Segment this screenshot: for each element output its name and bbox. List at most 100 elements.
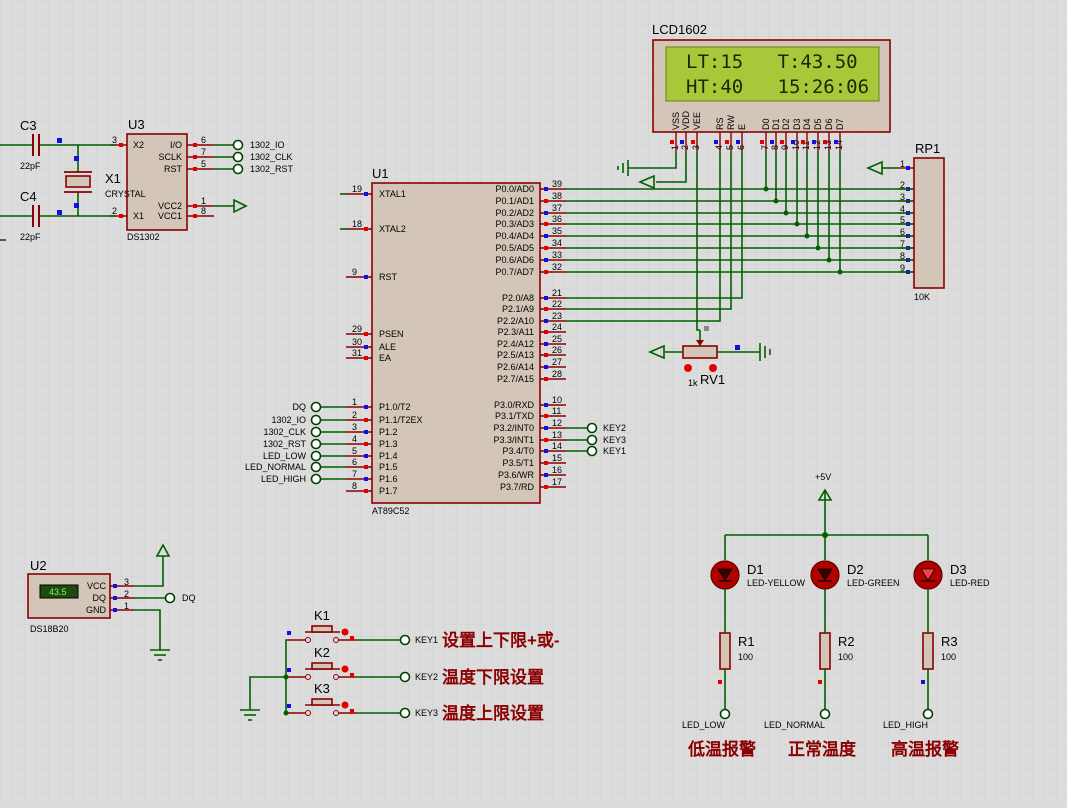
u1-pin-name: P1.2 <box>379 427 398 437</box>
junction <box>283 674 289 680</box>
u3-ref: U3 <box>128 117 145 132</box>
key-contact <box>305 637 311 643</box>
net-label: KEY3 <box>415 708 438 718</box>
terminal[interactable] <box>922 708 934 720</box>
key-k2[interactable]: K2 <box>287 645 356 680</box>
pin-marker <box>544 485 548 489</box>
terminal[interactable] <box>399 707 411 719</box>
key-state <box>341 628 349 636</box>
c4-ref: C4 <box>20 189 37 204</box>
key-k3[interactable]: K3 <box>287 681 356 716</box>
rp1-value: 10K <box>914 292 930 302</box>
u1-pin-number: 39 <box>552 179 562 189</box>
junction <box>763 186 769 192</box>
pin-marker <box>544 461 548 465</box>
pin-marker <box>906 166 910 170</box>
u3-part: DS1302 <box>127 232 160 242</box>
pin-marker <box>780 140 784 144</box>
terminal[interactable] <box>586 445 598 457</box>
u1-body <box>371 182 541 504</box>
u2-pin-name: DQ <box>93 593 107 603</box>
pin-marker <box>544 270 548 274</box>
u1-pin-number: 18 <box>352 219 362 229</box>
pin-marker <box>544 330 548 334</box>
pin-marker <box>193 204 197 208</box>
terminal[interactable] <box>310 461 322 473</box>
terminal[interactable] <box>310 450 322 462</box>
led-indicators[interactable]: D1LED-YELLOWR1100D2LED-GREENR2100D3LED-R… <box>710 560 990 684</box>
key-k1[interactable]: K1 <box>287 608 356 643</box>
terminal[interactable] <box>164 592 176 604</box>
resistor-body <box>922 632 934 670</box>
lcd-pin-number: 11 <box>801 141 811 150</box>
terminal[interactable] <box>586 422 598 434</box>
u2-pin-number: 2 <box>124 589 129 599</box>
terminal[interactable] <box>586 434 598 446</box>
terminal[interactable] <box>310 473 322 485</box>
pin-marker <box>544 307 548 311</box>
junction <box>283 710 289 716</box>
pin-marker <box>364 275 368 279</box>
lcd1602[interactable]: LCD1602 LT:15 T:43.50 HT:40 15:26:06 VSS… <box>652 22 891 152</box>
pin-marker <box>193 167 197 171</box>
terminal[interactable] <box>232 151 244 163</box>
pin-marker <box>725 140 729 144</box>
pin-marker <box>544 187 548 191</box>
terminal[interactable] <box>719 708 731 720</box>
key-ref: K1 <box>314 608 330 623</box>
terminal[interactable] <box>232 139 244 151</box>
terminal[interactable] <box>310 438 322 450</box>
key-description: 设置上下限+或- <box>442 630 560 650</box>
terminal[interactable] <box>310 401 322 413</box>
key-description: 温度下限设置 <box>442 667 544 687</box>
u3-pin-number: 2 <box>112 206 117 216</box>
u3-pin-name: X1 <box>133 211 144 221</box>
wire <box>696 152 700 331</box>
terminal[interactable] <box>232 163 244 175</box>
terminal[interactable] <box>399 671 411 683</box>
lcd-pin-name: RS <box>715 117 725 130</box>
pin-marker <box>364 465 368 469</box>
terminal[interactable] <box>399 634 411 646</box>
net-label: LED_LOW <box>682 720 726 730</box>
pin-marker <box>193 143 197 147</box>
u1-pin-number: 27 <box>552 357 562 367</box>
net-label: KEY1 <box>603 446 626 456</box>
lcd-pin-name: D7 <box>835 118 845 130</box>
terminal[interactable] <box>310 426 322 438</box>
pin-marker <box>287 631 291 635</box>
u1-pin-name: P1.7 <box>379 486 398 496</box>
u1-pin-number: 12 <box>552 418 562 428</box>
key-cap <box>311 698 333 706</box>
u2-ref: U2 <box>30 558 47 573</box>
crystal-section[interactable]: C3 22pF C4 22pF X1 CRYSTAL <box>0 118 146 242</box>
u1-pin-number: 37 <box>552 203 562 213</box>
u1-pin-name: P0.2/AD2 <box>495 208 534 218</box>
lcd-pin-number: 12 <box>812 140 822 150</box>
pin-marker <box>364 332 368 336</box>
rv1-potentiometer[interactable]: 1k RV1 <box>647 326 771 388</box>
terminal[interactable] <box>310 414 322 426</box>
net-label: DQ <box>182 593 196 603</box>
u1-pin-number: 3 <box>352 422 357 432</box>
u1-pin-name: P3.6/WR <box>498 470 535 480</box>
u1-pin-name: P0.4/AD4 <box>495 231 534 241</box>
pin-marker <box>680 140 684 144</box>
pin-marker <box>364 345 368 349</box>
terminal[interactable] <box>819 708 831 720</box>
lcd-pin-number: 14 <box>834 140 844 150</box>
wire <box>628 152 677 169</box>
u1-pin-name: P1.5 <box>379 462 398 472</box>
u3-body <box>126 133 188 231</box>
